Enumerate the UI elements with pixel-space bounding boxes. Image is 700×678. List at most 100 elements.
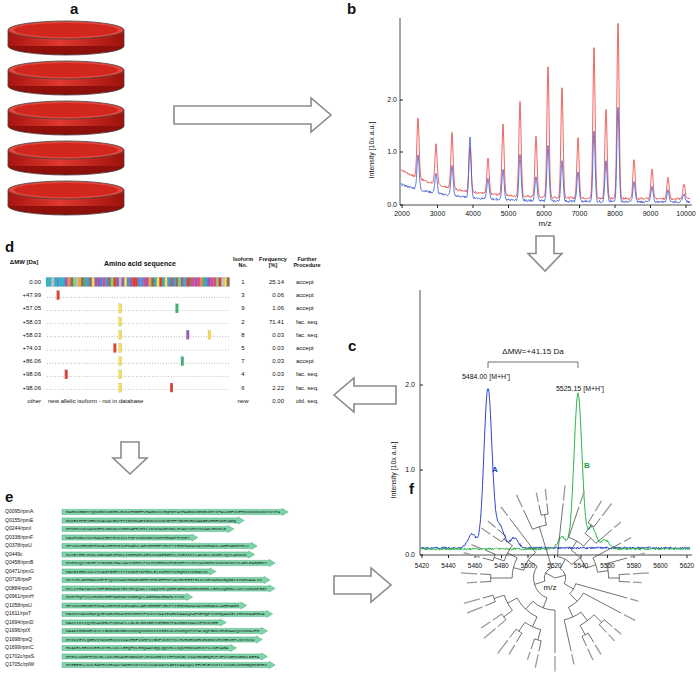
figure-circle xyxy=(92,309,94,311)
figure-path xyxy=(539,505,545,515)
figure-circle xyxy=(68,336,70,338)
figure-circle xyxy=(198,389,200,391)
axis-tick: 10000 xyxy=(676,210,695,217)
figure-path xyxy=(531,639,538,649)
figure-line xyxy=(420,385,423,386)
figure-circle xyxy=(52,362,54,364)
figure-circle xyxy=(173,349,175,351)
figure-path xyxy=(62,517,244,524)
protein-sequence: MLKEYRELMSDLKGKDAHIFDKLIDRHNELDENIKDAEGG… xyxy=(66,552,247,557)
figure-circle xyxy=(133,349,135,351)
figure-rect xyxy=(168,278,171,287)
figure-circle xyxy=(125,389,127,391)
figure-circle xyxy=(149,349,151,351)
figure-circle xyxy=(103,349,105,351)
figure-circle xyxy=(160,296,162,298)
figure-circle xyxy=(103,309,105,311)
figure-circle xyxy=(49,336,51,338)
gene-id: Q0095/rpmA xyxy=(5,509,33,514)
figure-circle xyxy=(163,336,165,338)
figure-circle xyxy=(73,375,75,377)
figure-path xyxy=(593,543,621,565)
figure-line xyxy=(630,599,638,601)
table-cell: +74.03 xyxy=(22,345,41,351)
figure-circle xyxy=(76,296,78,298)
figure-circle xyxy=(203,323,205,325)
figure-circle xyxy=(171,362,173,364)
figure-line xyxy=(8,150,9,166)
figure-rect xyxy=(146,278,149,287)
axis-tick: 5540 xyxy=(574,563,588,570)
figure-rect xyxy=(143,278,146,287)
figure-path xyxy=(400,18,692,205)
figure-rect xyxy=(119,278,122,287)
figure-circle xyxy=(149,309,151,311)
figure-circle xyxy=(49,296,51,298)
figure-circle xyxy=(219,336,221,338)
figure-path xyxy=(498,529,506,539)
figure-circle xyxy=(84,336,86,338)
figure-circle xyxy=(98,349,100,351)
gene-id: Q1705c/rplW xyxy=(5,662,34,667)
figure-circle xyxy=(171,375,173,377)
panel: a xyxy=(0,0,170,230)
figure-circle xyxy=(103,375,105,377)
figure-path xyxy=(510,629,519,638)
figure-circle xyxy=(95,323,97,325)
gene-id: Q0449c xyxy=(5,552,23,557)
figure-circle xyxy=(136,389,138,391)
figure-circle xyxy=(49,309,51,311)
figure-circle xyxy=(200,296,202,298)
figure-path xyxy=(602,620,612,627)
figure-circle xyxy=(71,362,73,364)
figure-circle xyxy=(130,389,132,391)
figure-path xyxy=(591,529,612,543)
gene-id: Q0458/rpmB xyxy=(5,560,33,565)
figure-circle xyxy=(203,349,205,351)
figure-circle xyxy=(157,296,159,298)
figure-circle xyxy=(57,309,59,311)
figure-path xyxy=(580,621,587,635)
figure-circle xyxy=(127,309,129,311)
figure-circle xyxy=(71,309,73,311)
panel-letter: b xyxy=(347,0,356,17)
table-header: Amino acid sequence xyxy=(104,260,176,267)
gene-id: Q1702c/rpsS xyxy=(5,654,34,659)
figure-circle xyxy=(152,389,154,391)
figure-rect xyxy=(108,278,111,287)
figure-circle xyxy=(87,296,89,298)
figure-line xyxy=(595,501,601,511)
figure-ellipse xyxy=(14,143,118,157)
axis-title: Intensity [10x a.u.] xyxy=(390,442,397,499)
figure-circle xyxy=(200,309,202,311)
figure-circle xyxy=(227,362,229,364)
figure-line xyxy=(437,205,438,208)
figure-circle xyxy=(149,296,151,298)
figure-circle xyxy=(173,309,175,311)
figure-circle xyxy=(71,323,73,325)
figure-circle xyxy=(219,309,221,311)
figure-circle xyxy=(46,309,48,311)
figure-circle xyxy=(225,349,227,351)
figure-path xyxy=(420,290,692,555)
figure-circle xyxy=(214,323,216,325)
figure-line xyxy=(464,553,480,557)
figure-circle xyxy=(73,336,75,338)
figure-circle xyxy=(100,349,102,351)
figure-circle xyxy=(122,349,124,351)
figure-path xyxy=(524,510,540,529)
gene-id: Q0471/rpmG xyxy=(5,569,34,574)
figure-path xyxy=(591,518,600,527)
figure-circle xyxy=(160,349,162,351)
figure-circle xyxy=(157,309,159,311)
gene-id: Q0155/rpmE xyxy=(5,518,33,523)
gene-id: Q0338/rpmF xyxy=(5,535,33,540)
figure-circle xyxy=(125,349,127,351)
figure-line xyxy=(481,622,490,628)
figure-circle xyxy=(63,296,65,298)
figure-circle xyxy=(179,336,181,338)
table-cell: +98.06 xyxy=(22,384,41,390)
table-cell: +86.06 xyxy=(22,358,41,364)
figure-line xyxy=(498,640,508,653)
figure-circle xyxy=(87,362,89,364)
